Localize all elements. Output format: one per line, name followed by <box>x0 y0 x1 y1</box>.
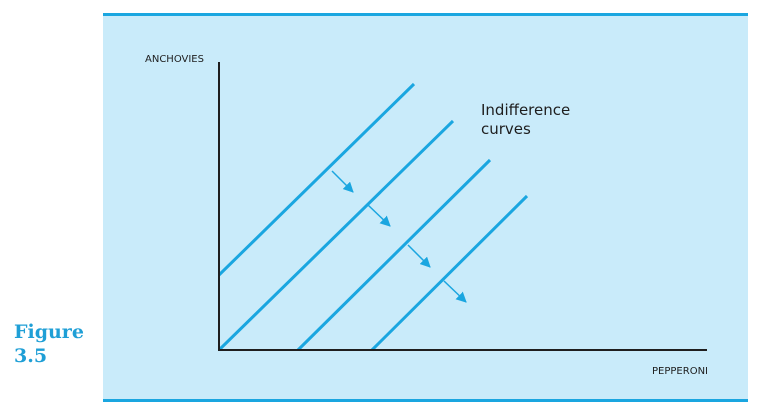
annotation-line-2: curves <box>481 120 531 138</box>
preference-arrow-3 <box>407 244 431 268</box>
preference-arrow-2 <box>367 204 391 227</box>
figure-panel <box>103 13 748 402</box>
figure-label: Figure 3.5 <box>14 320 84 368</box>
arrows-group <box>331 170 467 303</box>
indifference-curve-1 <box>217 82 416 277</box>
indifference-curve-3 <box>296 158 492 352</box>
curves-group <box>217 82 529 352</box>
x-axis-title: PEPPERONI <box>652 366 708 377</box>
preference-arrow-1 <box>331 170 354 193</box>
indifference-curve-4 <box>370 194 529 352</box>
figure-label-number: 3.5 <box>14 345 48 367</box>
annotation-line-1: Indifference <box>481 101 570 119</box>
figure-label-word: Figure <box>14 321 84 343</box>
indifference-curve-2 <box>217 119 455 352</box>
y-axis-title: ANCHOVIES <box>145 54 204 65</box>
preference-arrow-4 <box>443 280 467 303</box>
